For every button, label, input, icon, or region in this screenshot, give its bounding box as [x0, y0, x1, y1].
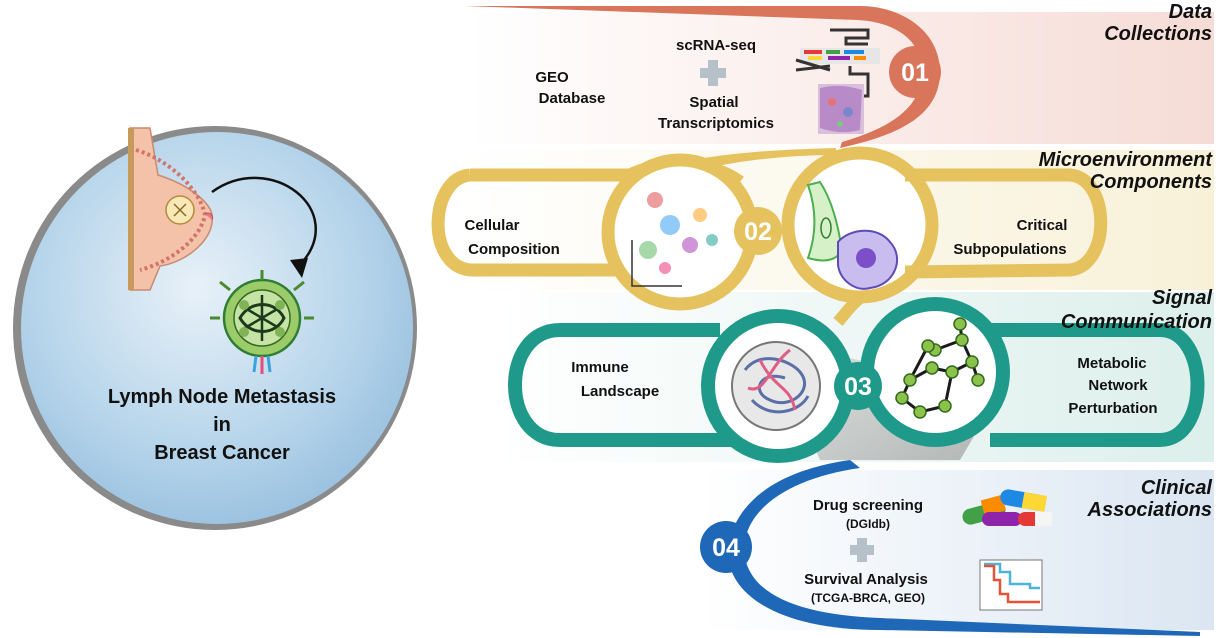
step-04-number: 04	[712, 534, 740, 562]
step-02-tail	[833, 293, 864, 326]
breast-anatomy-icon	[128, 127, 213, 291]
step-03-number-circle	[834, 362, 882, 410]
geo-label-line2: Database	[539, 90, 606, 107]
step-02-left-lobe	[601, 153, 759, 311]
critical-label-line2: Subpopulations	[953, 241, 1066, 258]
drug-sub-label: (DGIdb)	[846, 517, 890, 531]
cellular-label-line1: Cellular	[464, 217, 519, 234]
step-02-number-circle	[734, 207, 782, 255]
immune-label-line2: Landscape	[581, 383, 659, 400]
survival-label: Survival Analysis	[804, 571, 928, 588]
step-01-title-line1: Data	[1169, 1, 1212, 23]
spatial-tissue-icon	[818, 84, 864, 134]
left-title-line2: in	[213, 414, 231, 436]
cellular-label-line2: Composition	[468, 241, 560, 258]
plus-icon	[700, 60, 726, 86]
metastasis-arrowhead	[290, 258, 308, 278]
cell-subpopulation-icon	[806, 180, 899, 290]
immune-network-icon	[731, 341, 821, 431]
sequencing-icon	[795, 28, 880, 98]
step-03-title-line1: Signal	[1152, 287, 1212, 309]
metastasis-arrow	[211, 176, 317, 266]
step-03-right-loop	[985, 323, 1205, 447]
survival-curve-icon	[979, 559, 1043, 611]
left-title-line3: Breast Cancer	[154, 442, 290, 464]
geo-label-line1: GEO	[535, 69, 569, 86]
survival-sub-label: (TCGA-BRCA, GEO)	[811, 591, 925, 605]
spatial-label-line1: Spatial	[689, 94, 738, 111]
lymph-node-icon	[210, 270, 314, 374]
immune-label-line1: Immune	[571, 359, 629, 376]
step-03-number: 03	[844, 373, 872, 401]
step-02: 02 Microenvironment Components Cellular …	[431, 146, 1214, 326]
step-04-number-circle	[700, 521, 752, 573]
step-02-number: 02	[744, 218, 772, 246]
left-title-line1: Lymph Node Metastasis	[108, 386, 336, 408]
umap-cluster-icon	[631, 192, 718, 287]
step-02-title-line2: Components	[1090, 171, 1212, 193]
step-04-title-line1: Clinical	[1141, 477, 1213, 499]
step-01-number-circle	[889, 46, 941, 98]
spatial-label-line2: Transcriptomics	[658, 115, 774, 132]
scrna-label: scRNA-seq	[676, 37, 756, 54]
step-02-title-line1: Microenvironment	[1039, 149, 1214, 171]
step-04: 04 Clinical Associations Drug screening …	[700, 460, 1212, 636]
step-03-title-line2: Communication	[1061, 311, 1212, 333]
metabolic-label-line1: Metabolic	[1077, 355, 1146, 372]
metabolic-network-icon	[895, 317, 985, 419]
plus-icon-2	[850, 538, 874, 562]
left-panel: Lymph Node Metastasis in Breast Cancer	[13, 126, 417, 530]
step-01-number: 01	[901, 59, 929, 87]
step-01: 01 Data Collections GEO Database scRNA-s…	[465, 1, 1212, 148]
step-03: 03 Signal Communication Immune Landscape…	[508, 287, 1212, 463]
drug-label: Drug screening	[813, 497, 923, 514]
drug-pills-icon	[962, 489, 1052, 526]
critical-label-line1: Critical	[1017, 217, 1068, 234]
step-04-title-line2: Associations	[1087, 499, 1212, 521]
step-01-ribbon	[465, 6, 940, 148]
step-02-right-loop	[904, 168, 1108, 279]
metabolic-label-line2: Network	[1088, 377, 1148, 394]
left-circle	[21, 132, 413, 524]
metabolic-label-line3: Perturbation	[1068, 400, 1157, 417]
step-01-title-line2: Collections	[1104, 23, 1212, 45]
step-03-left-loop	[508, 323, 745, 447]
